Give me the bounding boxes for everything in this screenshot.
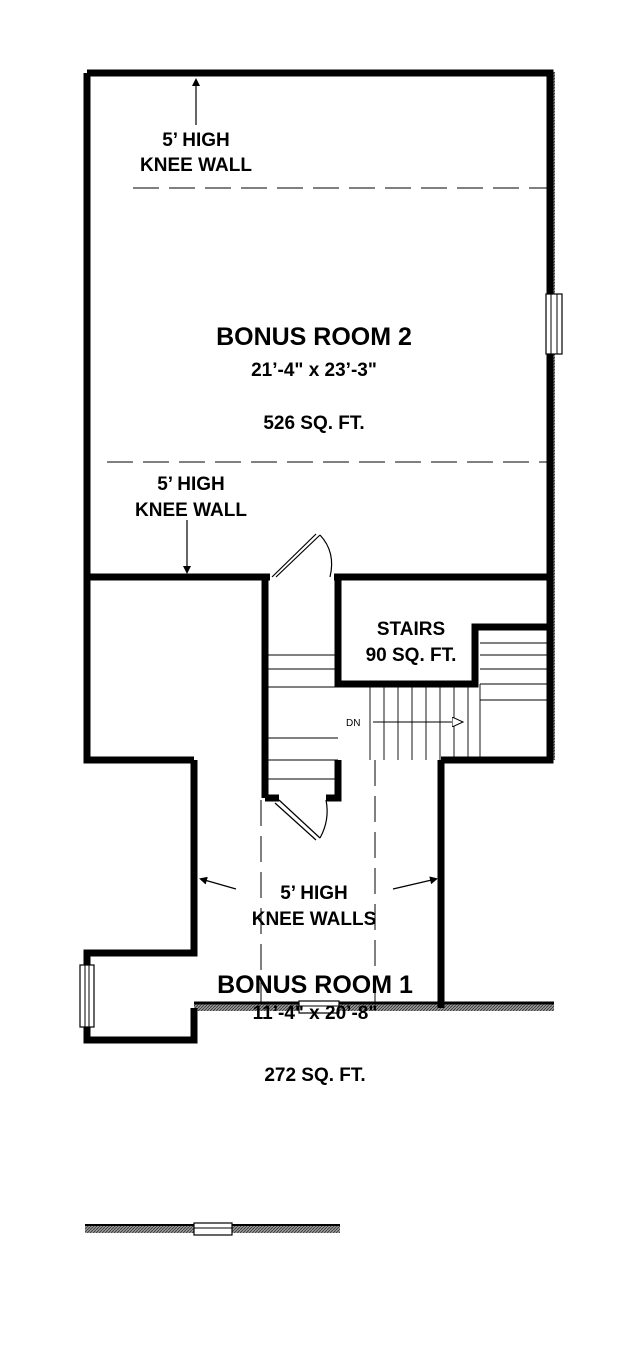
stair-treads bbox=[265, 642, 547, 780]
bonus-room-2-name: BONUS ROOM 2 bbox=[216, 323, 412, 351]
knee-wall-mid-line1: 5’ HIGH bbox=[157, 474, 225, 495]
knee-wall-arrows bbox=[183, 78, 438, 890]
window-right bbox=[545, 293, 563, 355]
knee-wall-dashed-lines bbox=[107, 187, 547, 1003]
bonus-room-2-dimensions: 21’-4" x 23’-3" bbox=[251, 360, 377, 381]
knee-wall-top-line2: KNEE WALL bbox=[140, 155, 252, 176]
walls bbox=[83, 69, 554, 1044]
door-lower bbox=[274, 799, 328, 841]
knee-wall-top-line1: 5’ HIGH bbox=[162, 130, 230, 151]
stairs-area: 90 SQ. FT. bbox=[366, 645, 457, 666]
knee-walls-lower-line2: KNEE WALLS bbox=[252, 909, 377, 930]
bonus-room-2-area: 526 SQ. FT. bbox=[263, 413, 364, 434]
window-bottom bbox=[298, 1000, 340, 1014]
knee-wall-mid-line2: KNEE WALL bbox=[135, 500, 247, 521]
bottom-exterior-wall-hatch bbox=[194, 1003, 554, 1011]
door-upper bbox=[271, 533, 333, 578]
stairs-name: STAIRS bbox=[377, 619, 445, 640]
knee-walls-lower-line1: 5’ HIGH bbox=[280, 883, 348, 904]
bonus-room-1-area: 272 SQ. FT. bbox=[264, 1065, 365, 1086]
stair-direction-label: DN bbox=[346, 718, 360, 729]
bonus-room-1-name: BONUS ROOM 1 bbox=[217, 971, 413, 999]
window-left bbox=[79, 964, 95, 1028]
bonus-room-1-dimensions: 11’-4" x 20’-8" bbox=[253, 1003, 378, 1024]
window-porch bbox=[193, 1222, 233, 1236]
